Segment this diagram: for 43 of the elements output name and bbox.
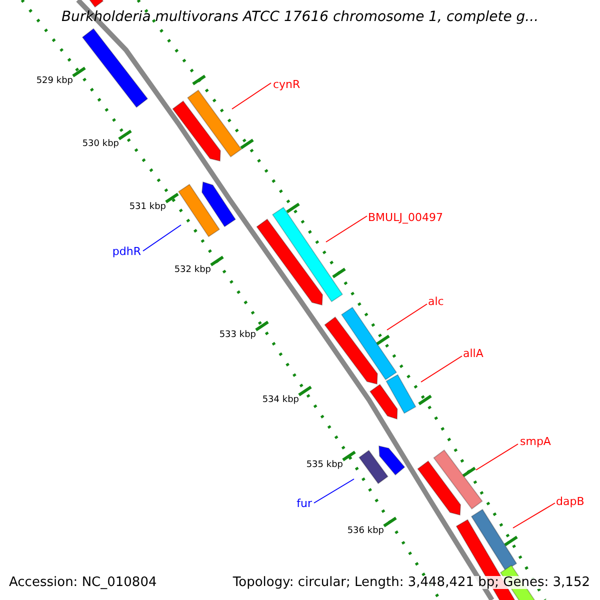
gene-feature — [358, 450, 388, 484]
gene-feature — [324, 316, 378, 385]
scale-label: 530 kbp — [82, 140, 119, 149]
scale-label: 533 kbp — [219, 331, 256, 340]
gene-feature — [187, 90, 242, 158]
gene-label: pdhR — [112, 246, 141, 257]
scale-label: 536 kbp — [347, 527, 384, 536]
leader-line — [326, 216, 368, 242]
gene-feature — [272, 206, 344, 302]
gene-feature — [470, 508, 518, 572]
scale-label: 529 kbp — [36, 77, 73, 86]
gene-label: dapB — [556, 496, 584, 507]
gene-feature — [201, 181, 236, 228]
gene-feature — [378, 445, 406, 476]
leader-line — [314, 478, 354, 504]
scale-label: 535 kbp — [306, 461, 343, 470]
gene-label: fur — [296, 498, 312, 509]
gene-feature — [172, 100, 221, 162]
gene-label: BMULJ_00497 — [368, 212, 443, 223]
leader-line — [420, 356, 462, 382]
gene-feature — [386, 374, 416, 414]
gene-feature — [178, 184, 220, 238]
gene-label: smpA — [520, 436, 551, 447]
gene-label: cynR — [273, 79, 300, 90]
title: Burkholderia multivorans ATCC 17616 chromosome 1, complete g... — [60, 10, 540, 24]
gene-label: allA — [463, 348, 484, 359]
gene-feature — [256, 218, 323, 306]
leader-line — [386, 304, 428, 330]
gene-feature — [340, 306, 398, 380]
leader-line — [512, 502, 556, 528]
leader-line — [232, 82, 272, 110]
scale-label: 532 kbp — [174, 266, 211, 275]
leader-line — [476, 444, 518, 470]
scale-label: 534 kbp — [262, 396, 299, 405]
gene-feature — [82, 28, 148, 108]
gene-feature — [369, 384, 398, 420]
gene-label: alc — [428, 296, 444, 307]
leader-line — [142, 224, 182, 252]
footer-text: Topology: circular; Length: 3,448,421 bp; Genes: 3,152 — [232, 576, 590, 589]
gene-feature — [433, 449, 483, 510]
gene-feature — [417, 460, 461, 516]
footer-text: Accession: NC_010804 — [9, 576, 157, 589]
scale-label: 531 kbp — [129, 203, 166, 212]
